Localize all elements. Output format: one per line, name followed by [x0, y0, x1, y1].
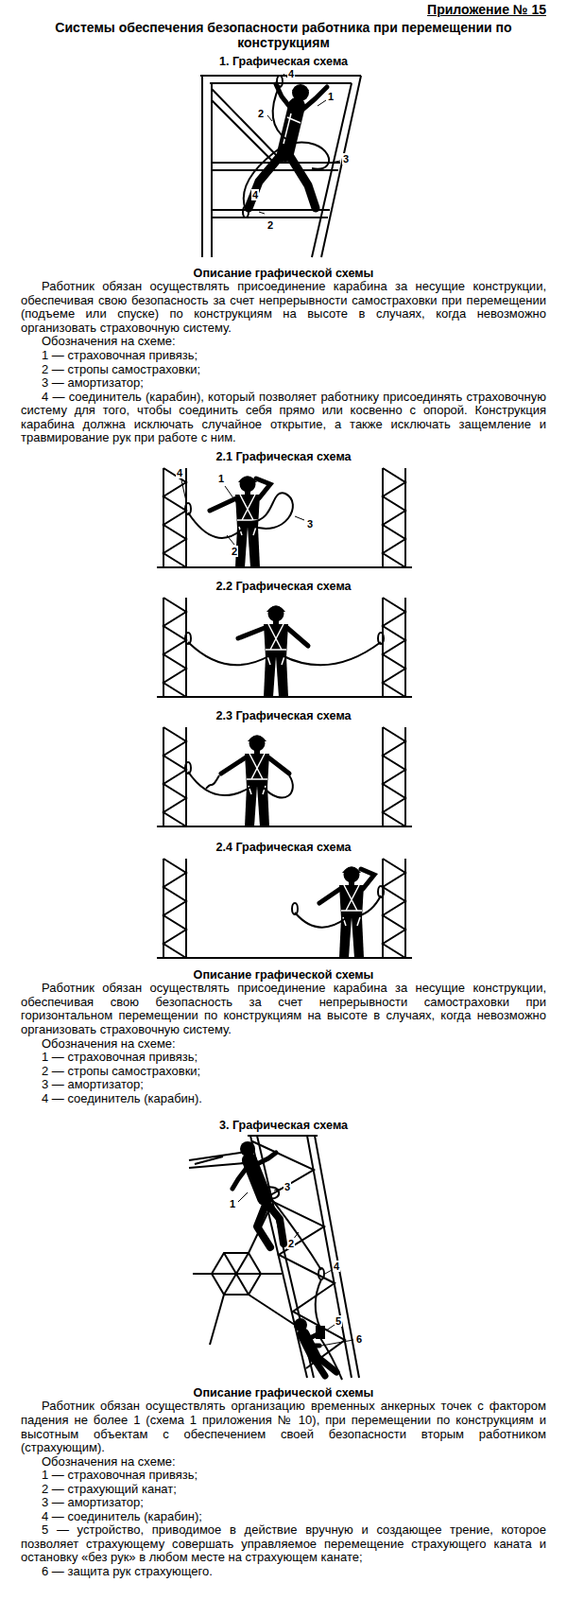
legend-line: 4 — соединитель (карабин), который позво… — [20, 390, 547, 446]
horizontal-illustration — [0, 721, 567, 836]
callout-number: 2 — [257, 107, 265, 120]
callout-number: 4 — [251, 189, 259, 201]
paragraph: Работник обязан осуществлять организацию… — [20, 1398, 547, 1454]
callout-number: 1 — [217, 472, 225, 484]
legend-line: 3 — амортизатор; — [20, 1077, 547, 1092]
figure-belaying: 1 3 2 4 5 6 — [0, 1131, 567, 1381]
callout-number: 2 — [287, 1237, 295, 1249]
legend-line: 1 — страховочная привязь; — [20, 1049, 547, 1065]
appendix-number: Приложение № 15 — [20, 2, 547, 18]
scheme-heading: 2.3 Графическая схема — [20, 708, 547, 722]
scheme-heading: 2.2 Графическая схема — [20, 579, 547, 593]
description-heading: Описание графической схемы — [20, 266, 547, 280]
climbing-illustration — [0, 68, 567, 262]
scheme-heading: 2.1 Графическая схема — [20, 449, 547, 464]
legend-line: 4 — соединитель (карабин); — [20, 1509, 547, 1524]
callout-number: 4 — [287, 68, 295, 80]
horizontal-illustration — [0, 592, 567, 705]
callout-number: 1 — [326, 90, 335, 103]
figure-horizontal-3 — [0, 721, 567, 836]
callout-number: 4 — [175, 466, 184, 479]
legend-line: 1 — страховочная привязь; — [20, 1467, 547, 1482]
callout-number: 5 — [334, 1314, 343, 1326]
belaying-illustration — [0, 1131, 567, 1381]
callout-number: 2 — [230, 545, 239, 557]
legend-line: 3 — амортизатор; — [20, 1494, 547, 1510]
callout-number: 2 — [266, 219, 275, 231]
legend-line: 5 — устройство, приводимое в действие вр… — [20, 1522, 547, 1564]
horizontal-illustration — [0, 463, 567, 575]
callout-number: 1 — [228, 1197, 237, 1209]
legend-line: 3 — амортизатор; — [20, 376, 547, 391]
legend-heading: Обозначения на схеме: — [20, 1454, 547, 1469]
scheme-heading: 1. Графическая схема — [20, 54, 547, 69]
scheme-heading: 3. Графическая схема — [20, 1117, 547, 1132]
callout-number: 3 — [283, 1180, 292, 1192]
legend-line: 4 — соединитель (карабин). — [20, 1091, 547, 1106]
figure-horizontal-4 — [0, 853, 567, 963]
paragraph: Работник обязан осуществлять присоединен… — [20, 980, 547, 1036]
figure-climbing: 4 2 1 3 4 2 — [0, 68, 567, 262]
figure-horizontal-1: 4 1 3 2 — [0, 463, 567, 575]
legend-line: 2 — стропы самостраховки; — [20, 362, 547, 378]
page-title: Системы обеспечения безопасности работни… — [20, 19, 547, 51]
scheme-heading: 2.4 Графическая схема — [20, 840, 547, 854]
figure-horizontal-2 — [0, 592, 567, 705]
paragraph: Работник обязан осуществлять присоединен… — [20, 279, 547, 335]
callout-number: 4 — [332, 1259, 341, 1272]
legend-heading: Обозначения на схеме: — [20, 334, 547, 349]
callout-number: 3 — [342, 153, 350, 165]
callout-number: 3 — [306, 517, 314, 530]
legend-line: 2 — страхующий канат; — [20, 1481, 547, 1496]
legend-heading: Обозначения на схеме: — [20, 1036, 547, 1051]
callout-number: 6 — [355, 1332, 363, 1344]
legend-line: 2 — стропы самостраховки; — [20, 1064, 547, 1079]
description-heading: Описание графической схемы — [20, 967, 547, 981]
legend-line: 1 — страховочная привязь; — [20, 348, 547, 363]
description-heading: Описание графической схемы — [20, 1385, 547, 1399]
legend-line: 6 — защита рук страхующего. — [20, 1563, 547, 1579]
horizontal-illustration — [0, 853, 567, 963]
